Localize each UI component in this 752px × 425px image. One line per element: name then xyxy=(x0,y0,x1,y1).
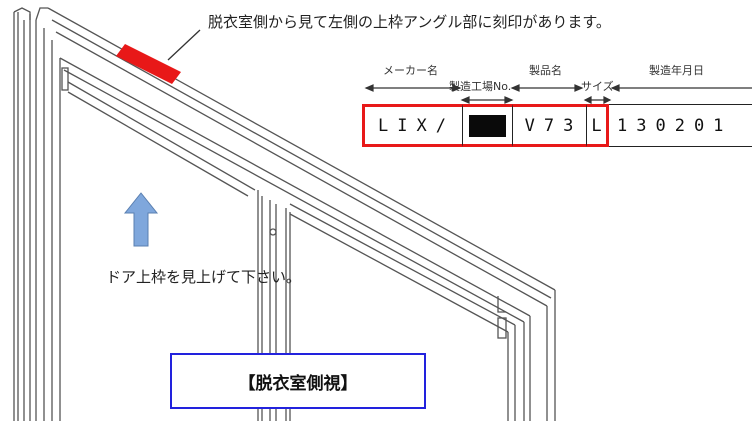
marking-product-code: V73 xyxy=(512,104,587,147)
marking-maker-code: LIX/ xyxy=(362,104,463,147)
top-rail xyxy=(47,7,556,333)
callout-leader-line xyxy=(167,29,201,61)
marking-manufacture-date: 130201 xyxy=(609,104,752,147)
label-maker-name: メーカー名 xyxy=(383,64,438,77)
view-direction-label: 【脱衣室側視】 xyxy=(170,353,426,409)
left-jamb xyxy=(13,7,69,421)
stamp-location-callout: 脱衣室側から見て左側の上枠アングル部に刻印があります。 xyxy=(208,13,611,31)
dimension-arrows xyxy=(364,84,752,104)
label-size: サイズ xyxy=(581,80,614,93)
look-up-instruction: ドア上枠を見上げて下さい。 xyxy=(106,268,302,286)
marking-size-code: L xyxy=(587,104,609,147)
up-arrow-icon xyxy=(123,192,159,247)
label-manufacture-date: 製造年月日 xyxy=(649,64,704,77)
redacted-factory-number xyxy=(469,114,506,137)
right-jamb xyxy=(497,290,556,421)
label-factory-no: 製造工場No. xyxy=(449,80,512,93)
marking-factory-no xyxy=(463,104,512,147)
label-product-name: 製品名 xyxy=(529,64,562,77)
stamp-marking-example: LIX/ V73 L 130201 xyxy=(362,104,752,147)
stamp-location-marker xyxy=(116,44,181,84)
